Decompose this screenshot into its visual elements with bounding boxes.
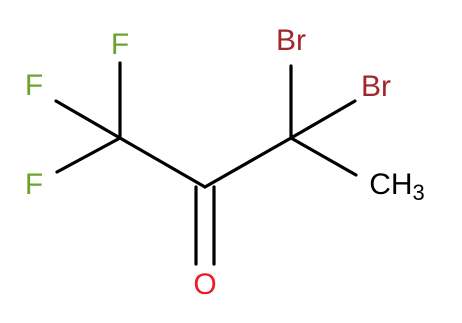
bond-cf3-c-to-carbonyl-c — [118, 136, 207, 189]
bond-cbr2-to-methyl — [289, 136, 358, 177]
methyl-symbol: CH — [369, 168, 412, 201]
bromine-right-label: Br — [361, 70, 391, 103]
fluorine-mid-label: F — [25, 69, 43, 102]
bond-cf3-c-to-f-low — [55, 136, 122, 174]
atom-labels: F F F O Br Br CH3 — [25, 24, 425, 301]
bond-carbonyl-c-to-cbr2 — [203, 136, 293, 189]
bond-cf3-c-to-f-mid — [54, 99, 122, 140]
bond-cbr2-to-br-right — [289, 99, 357, 140]
methyl-subscript: 3 — [413, 180, 425, 205]
fluorine-top-label: F — [111, 28, 129, 61]
bromine-left-label: Br — [276, 24, 306, 57]
bonds — [54, 61, 358, 266]
methyl-label: CH3 — [369, 168, 425, 205]
fluorine-low-label: F — [25, 168, 43, 201]
oxygen-label: O — [193, 268, 216, 301]
